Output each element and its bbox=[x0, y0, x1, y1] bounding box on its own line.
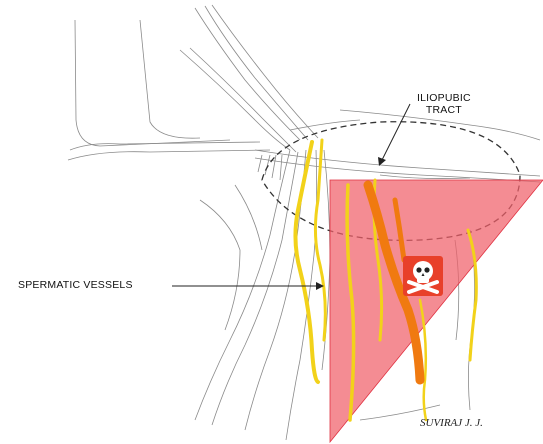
skull-crossbones-icon bbox=[403, 256, 443, 296]
spermatic-vessels-label: SPERMATIC VESSELS bbox=[18, 279, 133, 291]
iliopubic-label-line2: TRACT bbox=[417, 104, 471, 116]
iliopubic-label-line1: ILIOPUBIC bbox=[417, 92, 471, 104]
artist-signature: SUVIRAJ J. J. bbox=[420, 417, 483, 429]
iliopubic-tract-label: ILIOPUBIC TRACT bbox=[417, 92, 471, 116]
